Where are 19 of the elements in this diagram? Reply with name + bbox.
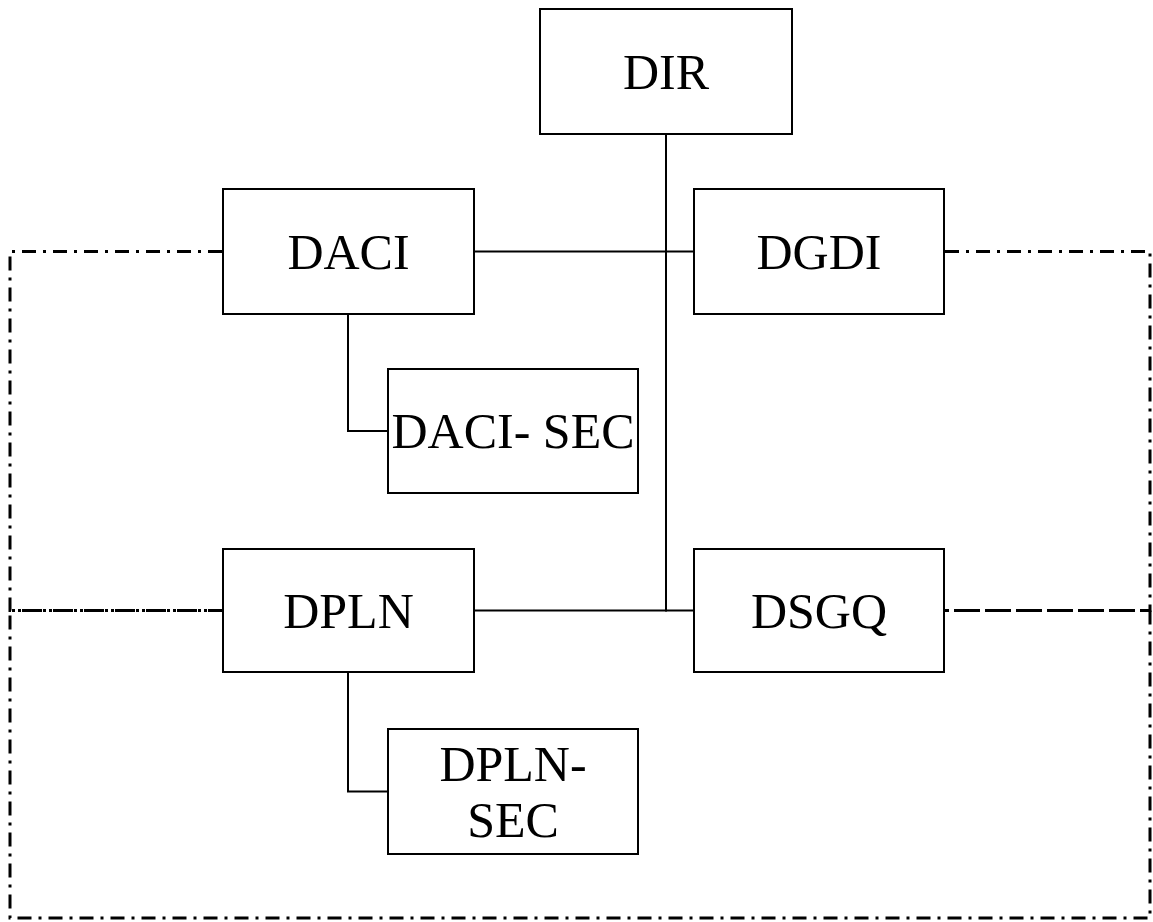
box-label: DGDI [756,223,882,280]
box-label: DPLN [283,582,414,639]
box-label: DACI [287,223,410,280]
box-label: DPLN- SEC [438,735,588,848]
org-box [539,8,793,135]
dash-dot-connector [945,250,1152,612]
connector-line [347,672,388,793]
box-label: DIR [622,43,710,100]
org-box [693,548,945,673]
connector-line [347,314,388,432]
org-box [693,188,945,315]
org-box [387,728,639,855]
org-box [222,548,475,673]
dash-dot-connector [8,609,1152,920]
org-box [222,188,475,315]
org-box [387,368,639,494]
box-label: DSGQ [750,582,888,639]
box-label: DACI- SEC [391,403,635,459]
dash-dot-connector [8,250,222,612]
